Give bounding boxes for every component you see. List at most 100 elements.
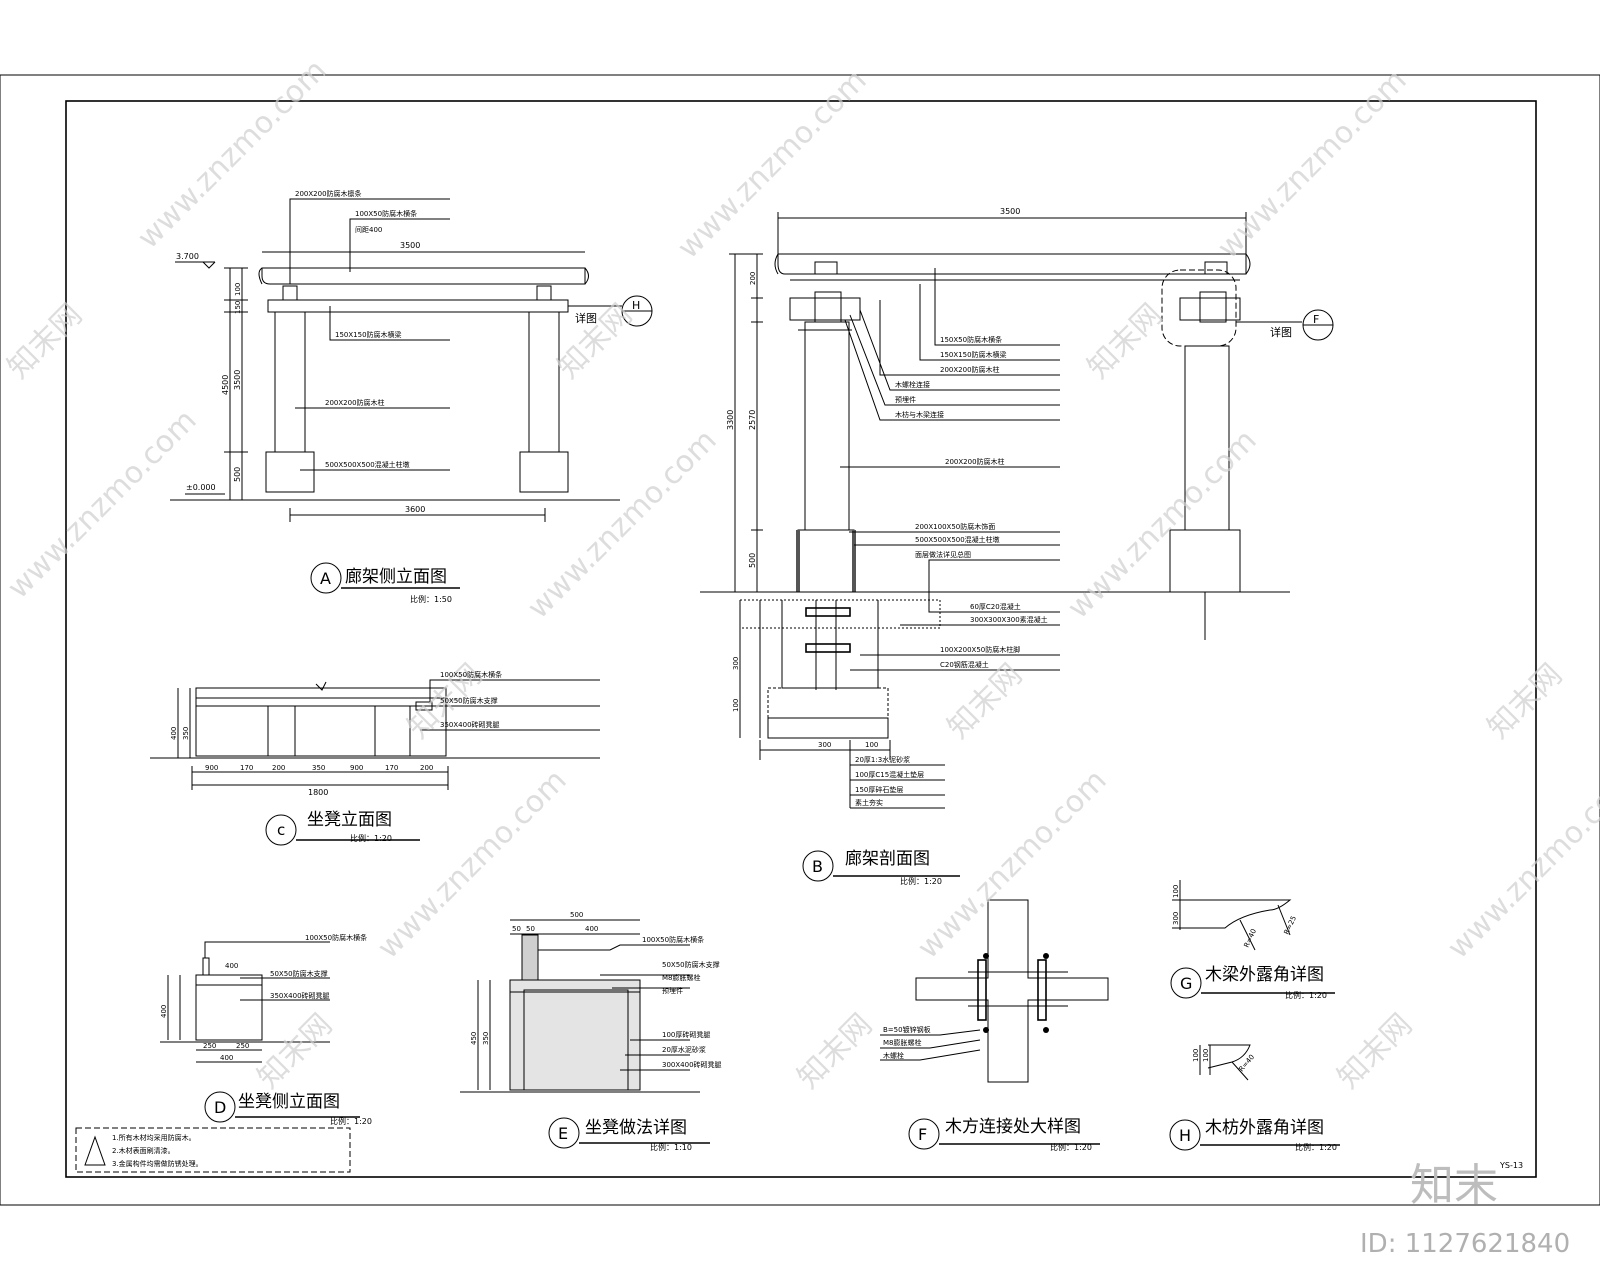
outer-frame — [0, 74, 1600, 1206]
view-g — [1170, 880, 1335, 999]
b-base-3: 150厚碎石垫层 — [855, 785, 903, 794]
watermark-10: 知末网 — [941, 657, 1029, 745]
view-g-title: 木梁外露角详图 — [1205, 965, 1324, 985]
watermark-16: www.znzmo.com — [911, 763, 1114, 966]
b-note-1: 150X50防腐木横条 — [940, 335, 1002, 344]
c-note-2: 50X50防腐木支撑 — [440, 696, 498, 705]
watermark-4: www.znzmo.com — [671, 63, 874, 266]
view-e — [460, 919, 710, 1149]
b-dim-total: 3300 — [726, 410, 735, 430]
g-dim-h2: 300 — [1172, 912, 1180, 925]
e-dim-w: 500 — [570, 911, 583, 919]
a-note-2: 100X50防腐木横条 — [355, 209, 417, 218]
g-dim-h1: 100 — [1172, 885, 1180, 898]
view-c — [150, 679, 600, 846]
a-dim-mid: 3500 — [233, 370, 242, 390]
d-note-3: 350X400砖砌凳腿 — [270, 991, 330, 1000]
view-g-scale: 比例：1:20 — [1285, 990, 1327, 1000]
c-note-1: 100X50防腐木横条 — [440, 670, 502, 679]
b-dim-mid: 2570 — [748, 410, 757, 430]
b-base-1: 20厚1:3水泥砂浆 — [855, 755, 910, 764]
view-g-letter: G — [1180, 974, 1192, 993]
a-note-3: 间距400 — [355, 226, 382, 234]
h-dim-h1: 100 — [1192, 1049, 1200, 1062]
watermark-15: 知末网 — [791, 1007, 879, 1095]
e-note-2: 50X50防腐木支撑 — [662, 960, 720, 969]
a-dim-h2: 150 — [234, 301, 242, 314]
b-foot-2: 300X300X300素混凝土 — [970, 615, 1048, 624]
view-b-title: 廊架剖面图 — [845, 849, 930, 869]
c-dim-seg-1: 900 — [205, 764, 218, 772]
b-note-6: 木枋与木梁连接 — [895, 410, 944, 419]
view-h-scale: 比例：1:20 — [1295, 1142, 1337, 1152]
a-note-5: 200X200防腐木柱 — [325, 398, 385, 407]
a-note-4: 150X150防腐木横梁 — [335, 330, 402, 339]
view-f-letter: F — [918, 1125, 927, 1144]
view-d — [75, 941, 360, 1173]
d-note-2: 50X50防腐木支撑 — [270, 969, 328, 978]
view-e-letter: E — [558, 1124, 568, 1143]
watermark-12: 知末网 — [1481, 657, 1569, 745]
a-dim-base: 500 — [233, 467, 242, 482]
inner-frame — [65, 100, 1537, 1178]
e-dim-w1: 50 — [512, 925, 521, 933]
c-dim-seg-6: 170 — [385, 764, 398, 772]
labels: A 廊架侧立面图 比例：1:50 3500 3600 4500 3500 500… — [112, 189, 1523, 1170]
c-dim-total: 1800 — [308, 788, 328, 797]
b-ref-f: F — [1313, 313, 1319, 326]
view-h — [1169, 1044, 1340, 1151]
view-d-title: 坐凳侧立面图 — [238, 1092, 340, 1112]
b-note-4: 木螺栓连接 — [895, 380, 930, 389]
view-a-letter: A — [320, 569, 331, 588]
a-dim-h1: 100 — [234, 283, 242, 296]
view-b-letter: B — [812, 857, 823, 876]
e-note-4: 预埋件 — [662, 986, 683, 995]
e-note-7: 300X400砖砌凳腿 — [662, 1060, 722, 1069]
watermark-5: 知末网 — [1081, 297, 1169, 385]
watermark-14: www.znzmo.com — [371, 763, 574, 966]
watermark-layer: 知末网 www.znzmo.com 知末网 www.znzmo.com 知末网 … — [1, 53, 1600, 1096]
h-dim-r: R=40 — [1237, 1053, 1256, 1073]
d-dim-h: 400 — [160, 1005, 168, 1018]
b-detail-label: 详图 — [1270, 325, 1292, 339]
d-dim-w: 400 — [225, 962, 238, 970]
view-e-scale: 比例：1:10 — [650, 1142, 692, 1152]
c-dim-h: 400 — [170, 727, 178, 740]
watermark-9: www.znzmo.com — [521, 423, 724, 626]
watermark-7: www.znzmo.com — [1, 403, 204, 606]
b-note-5: 预埋件 — [895, 395, 916, 404]
b-dim-h1: 200 — [749, 272, 757, 285]
view-d-letter: D — [214, 1098, 226, 1117]
b-note-7: 200X200防腐木柱 — [945, 457, 1005, 466]
c-dim-seg-7: 200 — [420, 764, 433, 772]
b-foot-3: 100X200X50防腐木柱脚 — [940, 645, 1020, 654]
b-note-2: 150X150防腐木横梁 — [940, 350, 1007, 359]
b-dim-found3: 300 — [818, 741, 831, 749]
view-a-title: 廊架侧立面图 — [345, 567, 447, 587]
e-dim-w3: 400 — [585, 925, 598, 933]
view-c-letter: c — [277, 821, 285, 839]
b-note-10: 面层做法详见总图 — [915, 550, 971, 559]
view-e-title: 坐凳做法详图 — [585, 1118, 687, 1138]
e-note-3: M8膨胀螺栓 — [662, 973, 701, 982]
h-dim-h2: 100 — [1202, 1049, 1210, 1062]
watermark-13: 知末网 — [251, 1007, 339, 1095]
b-dim-top: 3500 — [1000, 207, 1020, 216]
note-3: 3.金属构件均需做防锈处理。 — [112, 1159, 203, 1168]
a-dim-top: 3500 — [400, 241, 420, 250]
b-foot-1: 60厚C20混凝土 — [970, 602, 1021, 611]
g-dim-r2: R=25 — [1283, 915, 1299, 936]
b-dim-base: 500 — [748, 553, 757, 568]
view-h-title: 木枋外露角详图 — [1205, 1118, 1324, 1138]
view-c-scale: 比例：1:20 — [350, 833, 392, 843]
b-dim-found4: 100 — [865, 741, 878, 749]
e-dim-h: 450 — [470, 1032, 478, 1045]
view-f — [880, 899, 1109, 1150]
view-d-scale: 比例：1:20 — [330, 1116, 372, 1126]
a-dim-total: 4500 — [221, 375, 230, 395]
c-note-3: 350X400砖砌凳腿 — [440, 720, 500, 729]
f-note-2: M8膨胀螺栓 — [883, 1038, 922, 1047]
note-2: 2.木材表面刷清漆。 — [112, 1146, 175, 1155]
watermark-1: 知末网 — [1, 297, 89, 385]
watermark-2: www.znzmo.com — [131, 53, 334, 256]
